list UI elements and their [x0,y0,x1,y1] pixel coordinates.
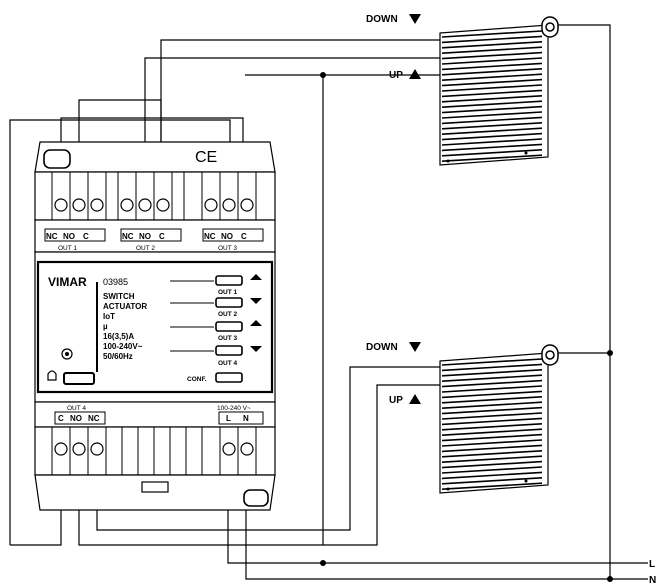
shutter2-down-label: DOWN [366,342,398,353]
arrow-up-icon [250,274,262,280]
hand-icon [47,370,57,381]
bottom-term-l: L [226,414,231,423]
bottom-out4-label: OUT 4 [67,405,86,412]
top-term-c-2: C [159,232,165,241]
out2-label: OUT 2 [218,311,238,318]
junction-dot [607,350,613,356]
out3-label: OUT 3 [218,335,238,342]
shutter1-up-label: UP [389,70,403,81]
desc-line-6: 50/60Hz [103,352,133,361]
shutter-labels: DOWN UP DOWN UP L N [366,14,656,585]
conf-button[interactable] [215,372,243,383]
arrow-up-icon [409,69,421,79]
mount-hole [43,149,71,169]
bottom-term-nc: NC [88,414,100,423]
actuator-device [34,141,276,511]
top-screw-terminals [54,198,254,212]
out4-label: OUT 4 [218,360,238,367]
arrow-up-icon [409,394,421,404]
out1-button[interactable] [215,275,243,286]
desc-line-2: IoT [103,312,115,321]
mains-n-label: N [649,575,656,585]
manual-button[interactable] [63,372,95,385]
mount-hole [243,489,269,507]
mains-l-label: L [649,559,655,570]
bottom-term-n: N [243,414,249,423]
desc-line-4: 16(3,5)A [103,332,134,341]
wireless-icon [61,348,73,360]
junction-dot [320,72,326,78]
device-labels: CE NC NO C OUT 1 NC NO C OUT 2 NC NO C O… [46,149,251,423]
top-term-nc-2: NC [122,232,134,241]
arrow-down-icon [250,346,262,352]
desc-line-3: µ [103,322,108,331]
top-term-nc-1: NC [46,232,58,241]
bottom-voltage-label: 100-240 V~ [217,405,251,412]
arrow-down-icon [250,298,262,304]
top-term-c-3: C [241,232,247,241]
output-buttons [170,274,262,383]
top-term-label-2: OUT 2 [136,245,155,252]
out4-button[interactable] [215,345,243,356]
top-term-nc-3: NC [204,232,216,241]
top-term-c-1: C [83,232,89,241]
roller-shutter-1 [439,16,559,166]
top-term-label-3: OUT 3 [218,245,237,252]
out1-label: OUT 1 [218,289,238,296]
shutter2-up-label: UP [389,395,403,406]
desc-line-0: SWITCH [103,292,135,301]
top-term-no-2: NO [139,232,151,241]
product-code: 03985 [103,277,128,287]
out3-button[interactable] [215,321,243,332]
junction-dot [320,560,326,566]
desc-line-1: ACTUATOR [103,302,147,311]
arrow-down-icon [409,14,421,24]
bottom-term-c: C [58,414,64,423]
arrow-up-icon [250,320,262,326]
conf-label: CONF. [187,376,207,383]
junctions [320,72,613,582]
shutter1-down-label: DOWN [366,14,398,25]
brand-logo: VIMAR [48,275,87,289]
bottom-screw-terminals [54,442,254,456]
arrow-down-icon [409,342,421,352]
junction-dot [607,576,613,582]
ce-mark: CE [195,149,217,166]
bottom-term-no: NO [70,414,82,423]
top-term-label-1: OUT 1 [58,245,77,252]
top-term-no-1: NO [63,232,75,241]
top-term-no-3: NO [221,232,233,241]
desc-line-5: 100-240V~ [103,342,143,351]
out2-button[interactable] [215,297,243,308]
roller-shutter-2 [439,344,559,494]
